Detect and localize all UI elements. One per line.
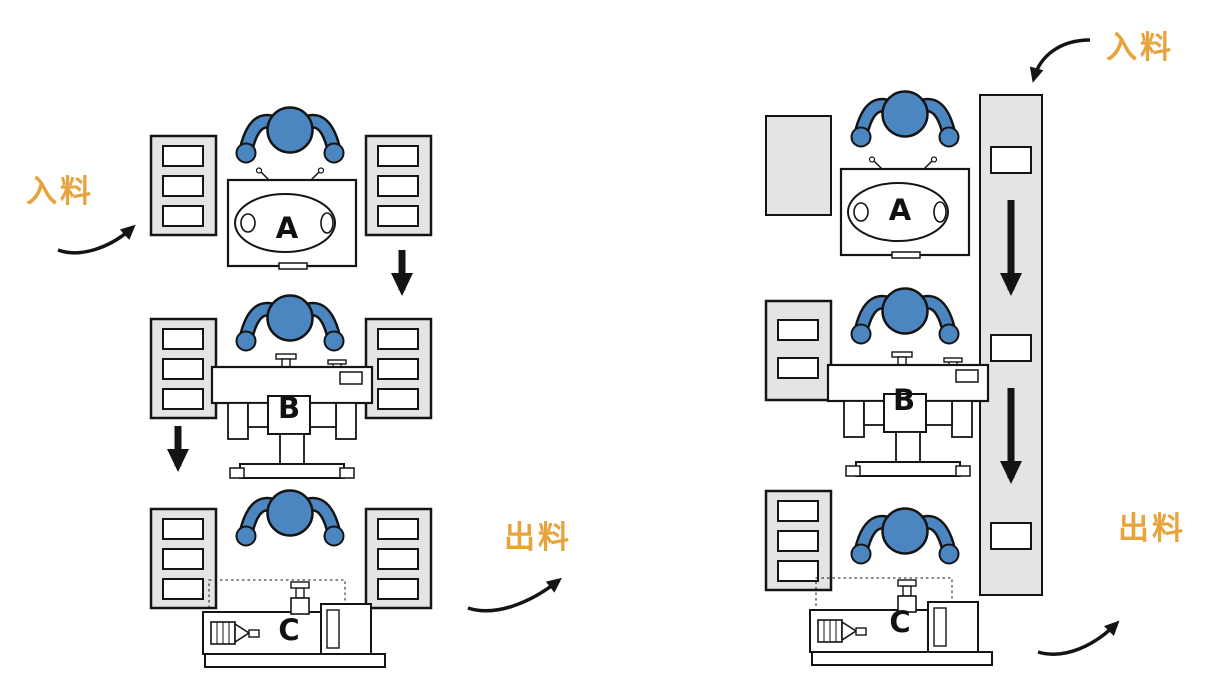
left-input-label: 入料 <box>26 174 94 210</box>
buffer-block <box>765 115 832 216</box>
machine-b-label: B <box>277 391 301 425</box>
output-curved-arrow <box>1037 620 1120 656</box>
rack-icon <box>764 489 833 592</box>
machine-c-label: C <box>889 605 911 639</box>
rack-icon <box>364 507 433 610</box>
output-curved-arrow <box>467 577 562 613</box>
input-curved-arrow <box>57 224 136 255</box>
robot-icon <box>852 92 959 147</box>
robot-icon <box>237 491 344 546</box>
right-output-label: 出料 <box>1118 511 1186 547</box>
machine-a-label: A <box>275 211 299 245</box>
rack-icon <box>149 317 218 420</box>
right-line-group <box>764 38 1120 666</box>
robot-icon <box>852 509 959 564</box>
right-input-label: 入料 <box>1106 30 1174 66</box>
rack-icon <box>364 317 433 420</box>
rack-icon <box>764 299 833 402</box>
rack-icon <box>149 507 218 610</box>
machine-a-label: A <box>888 193 912 227</box>
conveyor-slot <box>990 522 1032 550</box>
machine-c-label: C <box>278 613 300 647</box>
left-output-label: 出料 <box>504 520 572 556</box>
machine-b-label: B <box>892 383 916 417</box>
conveyor-slot <box>990 146 1032 174</box>
rack-icon <box>149 134 218 237</box>
robot-icon <box>237 108 344 163</box>
input-curved-arrow <box>1029 38 1091 83</box>
robot-icon <box>852 289 959 344</box>
rack-icon <box>364 134 433 237</box>
robot-icon <box>237 296 344 351</box>
left-line-group <box>57 108 562 668</box>
conveyor-slot <box>990 334 1032 362</box>
